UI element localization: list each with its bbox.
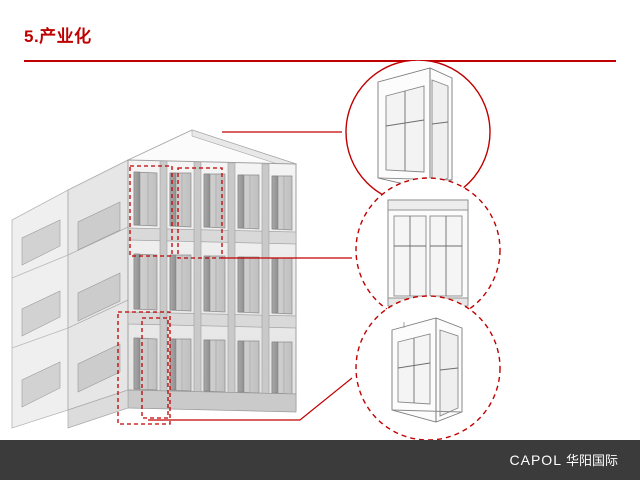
facade-shading-fins <box>133 171 279 394</box>
axonometric-building <box>11 129 298 429</box>
building-main-facade <box>127 159 297 411</box>
callout-middle <box>355 177 501 323</box>
highlight-boxes <box>117 165 223 425</box>
page-title: 5.产业化 <box>24 27 92 46</box>
window-panel-detail-3 <box>391 317 463 423</box>
window-panel-detail-1 <box>377 67 453 191</box>
facade-mullions <box>159 160 270 401</box>
building-left-wing <box>11 159 129 429</box>
facade-glazing-lines <box>147 173 285 393</box>
callout-bottom <box>355 295 501 440</box>
figure-stage <box>0 60 640 440</box>
callout-leader-lines <box>148 131 353 421</box>
prefabricated-facade-diagram <box>11 60 501 440</box>
title-divider <box>24 60 616 62</box>
leader-line-bottom <box>148 377 353 421</box>
footer-brand-latin: CAPOL <box>509 452 562 468</box>
footer-brand-cn: 华阳国际 <box>565 453 618 468</box>
window-panel-detail-2 <box>387 199 469 307</box>
slide-header: 5.产业化 <box>24 26 616 62</box>
highlight-box-bottom <box>117 311 171 425</box>
callout-top <box>345 60 491 205</box>
highlight-box-top-right <box>177 167 223 259</box>
highlight-box-top-left <box>129 165 173 257</box>
